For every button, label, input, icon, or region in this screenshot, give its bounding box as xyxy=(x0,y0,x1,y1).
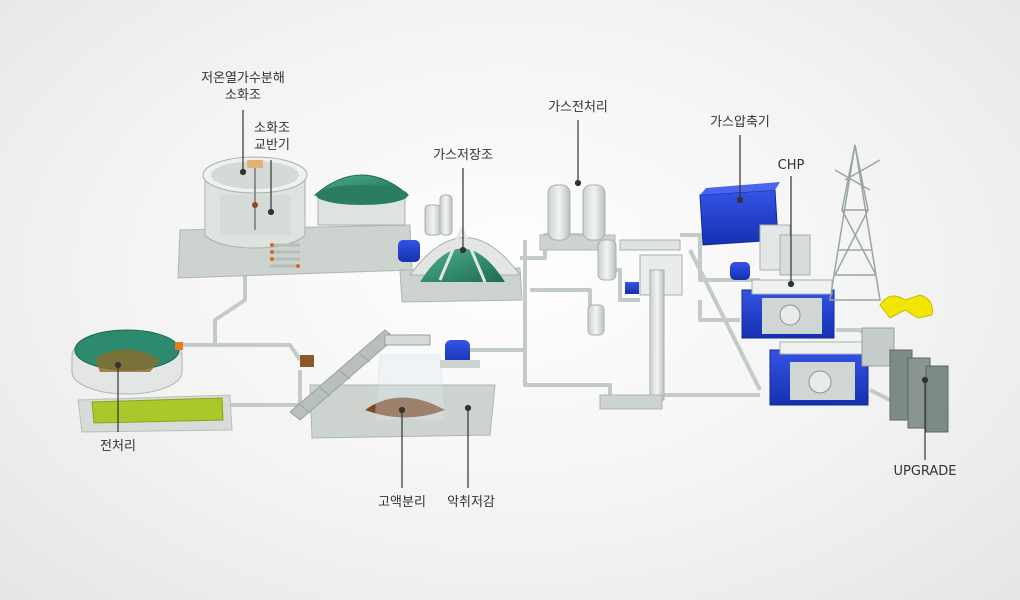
label-gas-storage: 가스저장조 xyxy=(433,148,493,163)
digester-area xyxy=(177,156,453,279)
gas-compressor-area xyxy=(699,182,811,280)
label-line-2: 소화조 xyxy=(225,88,261,103)
label-upgrade: UPGRADE xyxy=(893,464,957,479)
label-digester-agitator: 소화조 교반기 xyxy=(242,120,302,154)
gas-pretreatment-area xyxy=(440,184,683,410)
yellow-pipe xyxy=(879,294,933,319)
label-chp: CHP xyxy=(777,158,805,173)
label-line-1: 저온열가수분해 xyxy=(201,71,285,86)
label-line-1: 소화조 xyxy=(254,121,290,136)
chp-area xyxy=(741,279,869,406)
label-line-2: 교반기 xyxy=(254,138,290,153)
label-odor-reduction: 악취저감 xyxy=(447,495,495,510)
label-gas-compressor: 가스압축기 xyxy=(710,115,770,130)
label-solid-liquid-separation: 고액분리 xyxy=(378,495,426,510)
label-gas-pretreatment: 가스전처리 xyxy=(548,100,608,115)
upgrade-cabinets xyxy=(861,327,949,433)
transmission-tower xyxy=(829,144,881,301)
label-low-temp-hydrolysis-digester: 저온열가수분해 소화조 xyxy=(193,70,293,104)
callout-lines xyxy=(114,110,929,488)
label-pretreatment: 전처리 xyxy=(100,439,136,454)
pretreatment-area xyxy=(71,329,233,433)
gas-storage-area xyxy=(398,227,523,303)
